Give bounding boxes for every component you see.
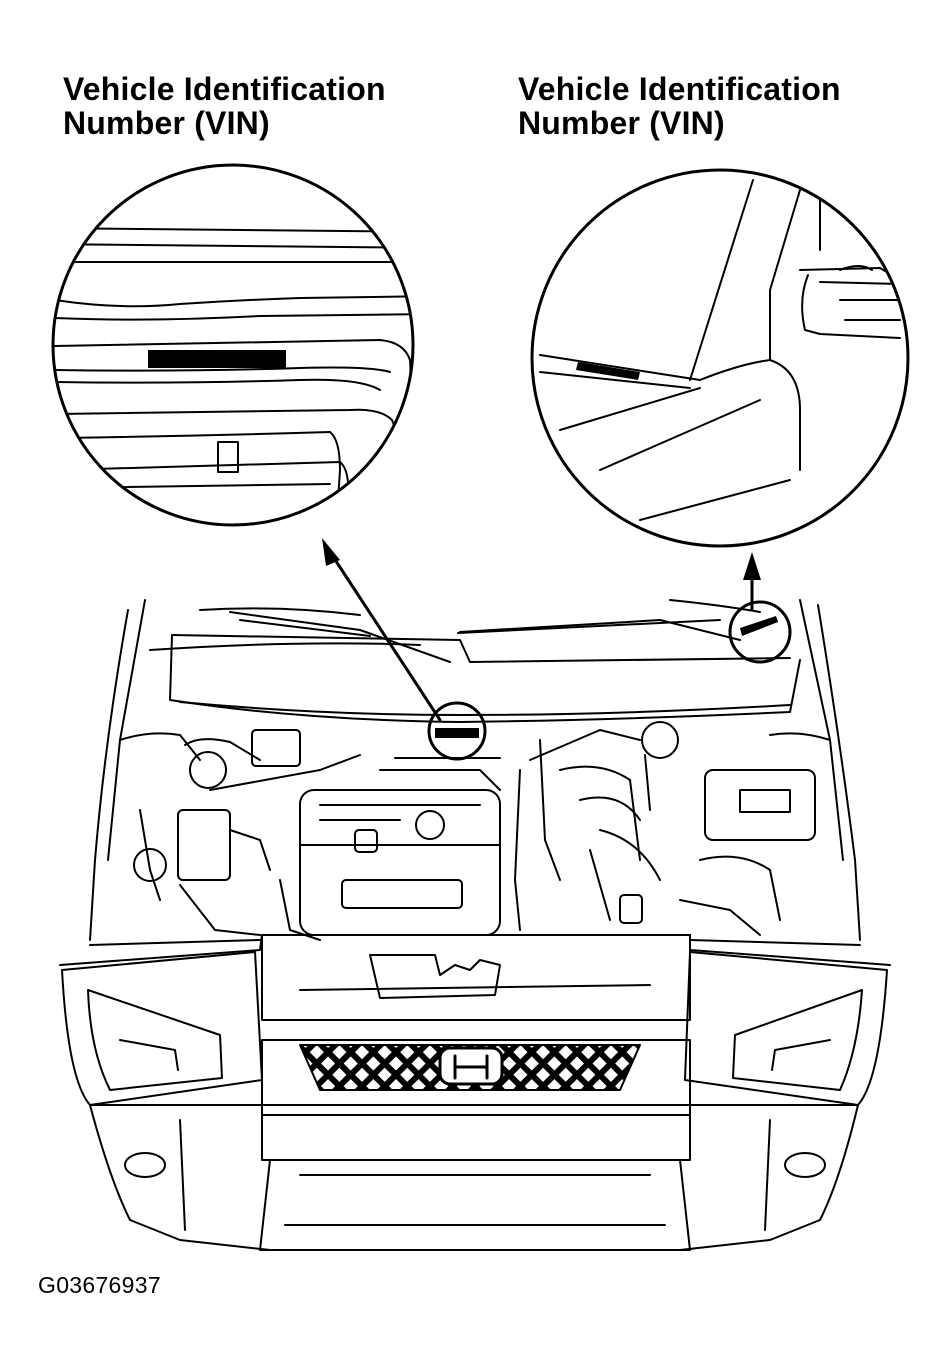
left-fog-light [125,1153,165,1177]
right-magnifier-detail [532,170,908,546]
left-vin-plate [148,350,286,368]
left-pointer-arrow [322,538,440,720]
left-vin-callout-label: Vehicle Identification Number (VIN) [63,72,386,140]
right-magnifier-circle [532,170,908,546]
left-vin-label-line1: Vehicle Identification [63,71,386,107]
right-vin-label-line1: Vehicle Identification [518,71,841,107]
left-vin-label-line2: Number (VIN) [63,105,270,141]
left-magnifier-detail [40,165,440,525]
left-headlight [62,952,262,1105]
right-vin-callout-label: Vehicle Identification Number (VIN) [518,72,841,140]
engine-cover [300,790,500,935]
right-headlight [685,952,887,1105]
right-vin-location-marker [730,602,790,662]
right-fog-light [785,1153,825,1177]
right-vin-label-line2: Number (VIN) [518,105,725,141]
left-magnifier-circle [53,165,413,525]
right-vin-plate [576,362,640,380]
figure-code: G03676937 [38,1272,161,1298]
vehicle-front-view [60,600,890,1250]
